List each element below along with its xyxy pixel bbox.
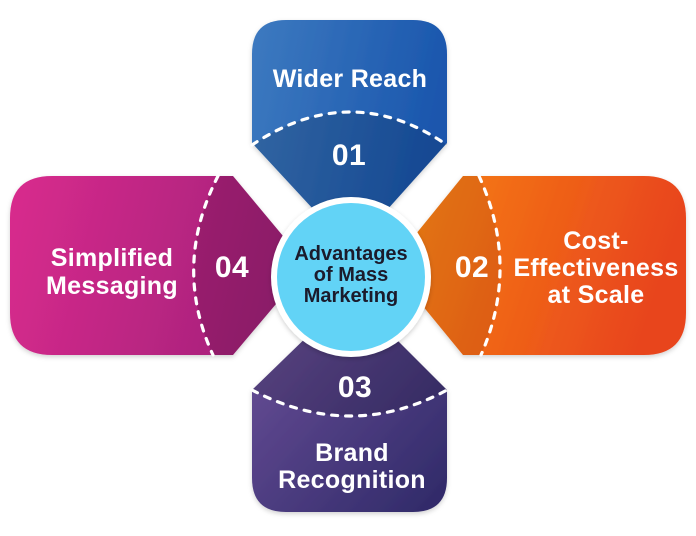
petal-right-cost-effectiveness: 02 Cost- Effectiveness at Scale — [390, 174, 686, 357]
petal-top-shape — [252, 20, 447, 250]
petal-left-label-line1: Simplified — [51, 244, 173, 272]
center-title-line1: Advantages — [294, 243, 407, 265]
petal-bottom-shape — [252, 294, 447, 512]
petal-right-shape — [390, 176, 686, 355]
petal-right-label-line3: at Scale — [548, 281, 645, 309]
petal-left-shape — [10, 176, 308, 355]
petal-bottom-dashed-divider — [250, 388, 449, 418]
petal-top-inner-shade — [252, 112, 447, 250]
petal-right-inner-shade — [390, 176, 501, 355]
petal-top-wider-reach: 01 Wider Reach — [250, 20, 449, 250]
petal-bottom-brand-recognition: 03 Brand Recognition — [250, 294, 449, 512]
petal-bottom-number: 03 — [338, 371, 372, 404]
center-title-line3: Marketing — [304, 285, 398, 307]
petal-bottom-label-line1: Brand — [315, 439, 389, 467]
petal-top-dashed-divider — [250, 110, 449, 147]
petal-right-label-line1: Cost- — [563, 227, 628, 255]
petal-right-number: 02 — [455, 251, 489, 284]
petal-left-simplified-messaging: 04 Simplified Messaging — [10, 174, 308, 357]
petal-left-label-line2: Messaging — [46, 272, 178, 300]
petal-top-label: Wider Reach — [273, 65, 428, 93]
petal-right-label-line2: Effectiveness — [513, 254, 678, 282]
petal-top-number: 01 — [332, 139, 366, 172]
center-title-line2: of Mass — [314, 264, 388, 286]
center-disc — [277, 203, 425, 351]
petal-left-number: 04 — [215, 251, 249, 284]
petal-bottom-label-line2: Recognition — [278, 466, 426, 494]
center-hub: Advantages of Mass Marketing — [271, 197, 431, 357]
petal-left-inner-shade — [193, 176, 308, 355]
